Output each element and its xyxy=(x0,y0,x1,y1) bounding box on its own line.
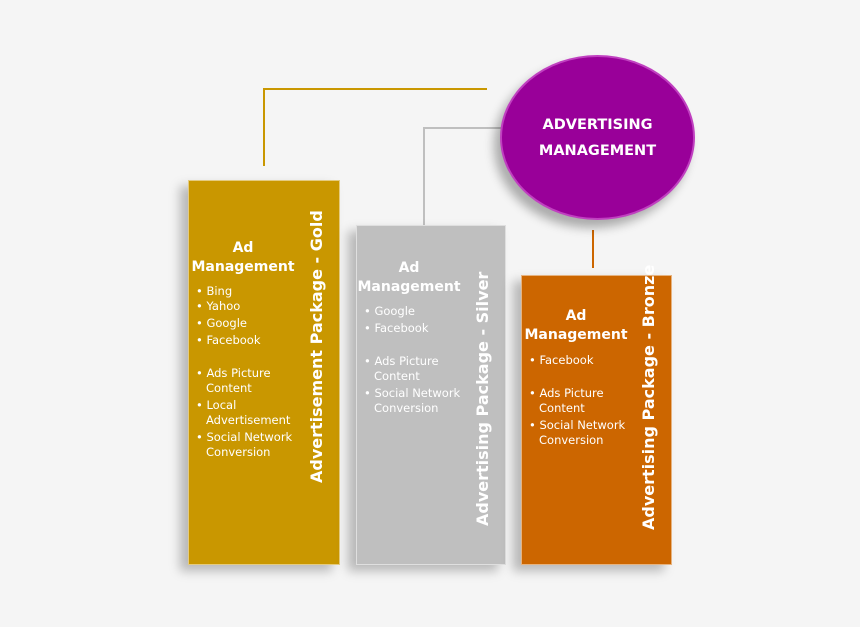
heading-line: Management xyxy=(191,259,295,275)
gold-package-title: Advertisement Package - Gold xyxy=(307,210,326,483)
center-title-line1: ADVERTISING xyxy=(542,116,653,133)
list-item: Facebook xyxy=(196,333,296,348)
bronze-connector xyxy=(592,230,594,268)
heading-line: Management xyxy=(357,279,461,295)
bronze-package-title: Advertising Package - Bronze xyxy=(639,264,658,530)
center-title-line2: MANAGEMENT xyxy=(538,142,657,159)
heading-line: Ad xyxy=(232,240,254,256)
gold-list: Bing Yahoo Google Facebook Ads Picture C… xyxy=(196,284,296,460)
list-item: Google xyxy=(364,304,464,319)
heading-line: Management xyxy=(524,327,628,343)
list-item: Google xyxy=(196,316,296,331)
heading-line: Ad xyxy=(398,260,420,276)
silver-list: Google Facebook Ads Picture Content Soci… xyxy=(364,304,464,416)
list-item: Bing xyxy=(196,284,296,299)
list-item: Local Advertisement xyxy=(196,398,296,428)
list-item: Social Network Conversion xyxy=(364,386,464,416)
bronze-list: Facebook Ads Picture Content Social Netw… xyxy=(529,353,629,448)
list-item: Ads Picture Content xyxy=(529,386,629,416)
gold-connector xyxy=(263,88,487,90)
list-item: Social Network Conversion xyxy=(196,430,296,460)
list-item: Facebook xyxy=(529,353,629,368)
silver-connector xyxy=(423,127,425,225)
heading-line: Ad xyxy=(565,308,587,324)
silver-connector xyxy=(423,127,501,129)
list-item: Yahoo xyxy=(196,299,296,314)
list-item: Ads Picture Content xyxy=(196,366,296,396)
gold-connector xyxy=(263,88,265,166)
list-item: Ads Picture Content xyxy=(364,354,464,384)
silver-package-title: Advertising Package - Silver xyxy=(473,271,492,526)
advertising-management-node: ADVERTISING MANAGEMENT xyxy=(500,55,695,220)
list-item: Facebook xyxy=(364,321,464,336)
list-item: Social Network Conversion xyxy=(529,418,629,448)
